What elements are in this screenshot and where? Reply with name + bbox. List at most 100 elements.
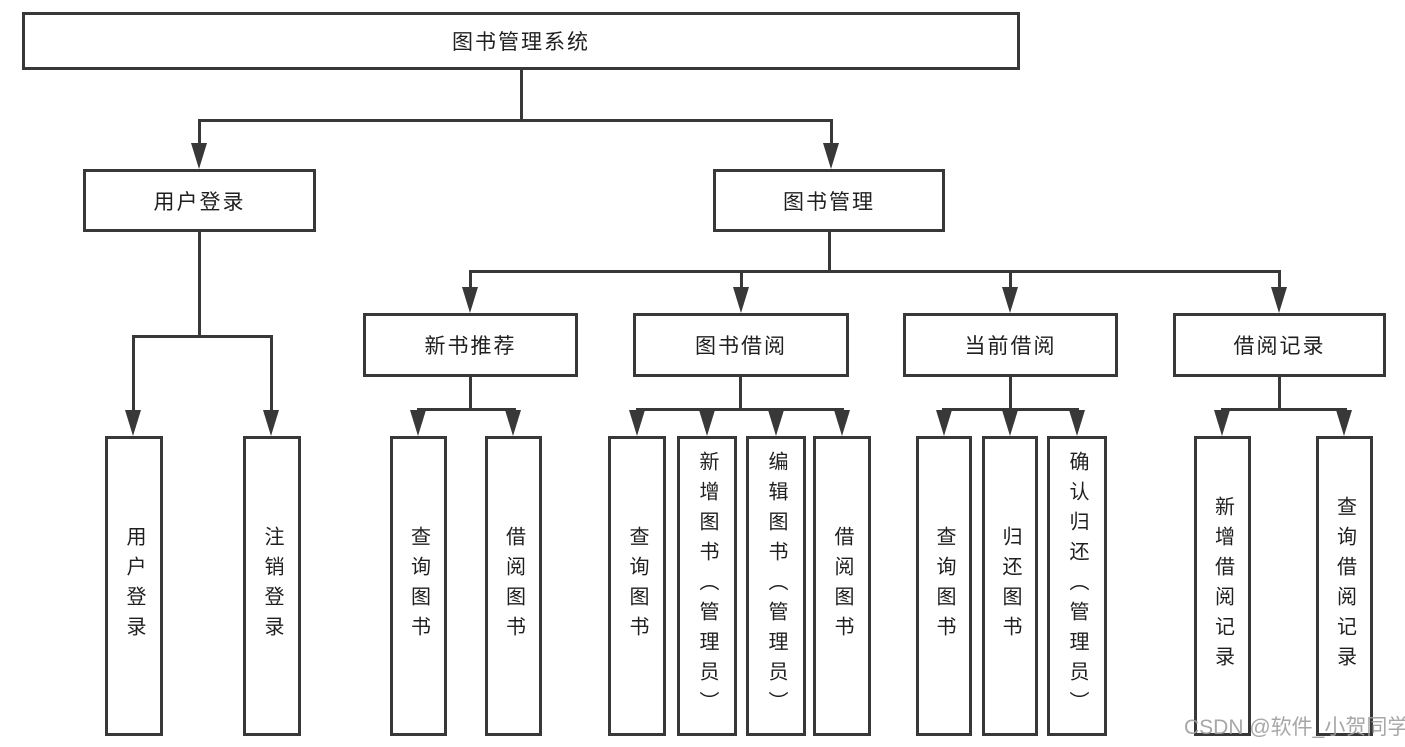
arrow-down — [768, 408, 785, 436]
node-label: 确认归还（管理员） — [1066, 451, 1088, 721]
node-leaf-logout: 注销登录 — [243, 436, 301, 736]
arrowhead-down-icon — [1002, 287, 1018, 313]
node-borrowing-records: 借阅记录 — [1173, 313, 1386, 377]
arrow-down — [823, 119, 840, 169]
arrowhead-down-icon — [629, 410, 645, 436]
arrowhead-down-icon — [823, 143, 839, 169]
arrowhead-down-icon — [1271, 287, 1287, 313]
arrow-down — [936, 408, 953, 436]
node-label: 注销登录 — [261, 526, 283, 646]
node-label: 借阅图书 — [502, 526, 525, 646]
arrow-down — [1271, 270, 1288, 313]
node-root-library-system: 图书管理系统 — [22, 12, 1020, 70]
node-leaf-borrow-book-recommend: 借阅图书 — [485, 436, 542, 736]
arrowhead-down-icon — [191, 143, 207, 169]
node-leaf-query-borrow-record: 查询借阅记录 — [1316, 436, 1373, 736]
arrowhead-down-icon — [699, 410, 715, 436]
arrowhead-down-icon — [768, 410, 784, 436]
node-leaf-query-book-borrow: 查询图书 — [608, 436, 666, 736]
node-label: 借阅记录 — [1233, 335, 1326, 358]
node-leaf-user-login: 用户登录 — [105, 436, 163, 736]
arrow-stem — [1009, 270, 1012, 291]
arrow-down — [125, 335, 142, 436]
arrow-down — [1002, 270, 1019, 313]
connector-line — [1278, 375, 1281, 411]
arrowhead-down-icon — [263, 410, 279, 436]
arrow-down — [834, 408, 851, 436]
arrowhead-down-icon — [462, 287, 478, 313]
arrowhead-down-icon — [1002, 410, 1018, 436]
csdn-watermark: CSDN @软件_小贺同学 — [1184, 716, 1405, 739]
arrowhead-down-icon — [125, 410, 141, 436]
node-leaf-borrow-book: 借阅图书 — [813, 436, 871, 736]
arrow-down — [699, 408, 716, 436]
connector-line — [636, 408, 843, 411]
connector-line — [520, 70, 523, 122]
node-book-borrowing: 图书借阅 — [633, 313, 849, 377]
node-leaf-query-book-current: 查询图书 — [916, 436, 972, 736]
node-new-book-recommend: 新书推荐 — [363, 313, 578, 377]
arrowhead-down-icon — [505, 410, 521, 436]
connector-line — [132, 335, 273, 338]
node-label: 图书管理 — [783, 190, 875, 214]
arrow-down — [410, 408, 427, 436]
arrow-stem — [270, 335, 273, 414]
node-leaf-edit-book-admin: 编辑图书（管理员） — [746, 436, 806, 736]
arrow-stem — [469, 270, 472, 291]
connector-line — [417, 408, 516, 411]
node-label: 查询图书 — [626, 526, 648, 646]
connector-line — [1009, 375, 1012, 411]
node-label: 图书借阅 — [695, 335, 787, 358]
arrow-stem — [132, 335, 135, 414]
arrow-down — [505, 408, 522, 436]
node-label: 当前借阅 — [964, 335, 1057, 358]
node-user-login: 用户登录 — [83, 169, 316, 232]
node-label: 借阅图书 — [831, 526, 853, 646]
arrow-down — [1002, 408, 1019, 436]
arrow-stem — [1278, 270, 1281, 291]
arrow-down — [191, 119, 208, 169]
node-leaf-add-borrow-record: 新增借阅记录 — [1194, 436, 1251, 736]
node-leaf-confirm-return-admin: 确认归还（管理员） — [1047, 436, 1107, 736]
arrow-down — [629, 408, 646, 436]
node-book-management: 图书管理 — [713, 169, 945, 232]
arrow-down — [1069, 408, 1086, 436]
arrowhead-down-icon — [1069, 410, 1085, 436]
arrow-down — [1214, 408, 1231, 436]
node-current-borrowing: 当前借阅 — [903, 313, 1118, 377]
node-label: 查询借阅记录 — [1333, 496, 1356, 676]
connector-line — [828, 230, 831, 273]
node-label: 用户登录 — [123, 526, 145, 646]
node-label: 编辑图书（管理员） — [765, 451, 787, 721]
arrow-down — [733, 270, 750, 313]
arrowhead-down-icon — [1214, 410, 1230, 436]
arrowhead-down-icon — [410, 410, 426, 436]
connector-line — [469, 270, 1281, 273]
connector-line — [198, 119, 833, 122]
arrow-down — [263, 335, 280, 436]
node-label: 用户登录 — [153, 190, 246, 214]
connector-line — [469, 375, 472, 411]
node-label: 新增图书（管理员） — [696, 451, 718, 721]
node-label: 新书推荐 — [424, 335, 517, 358]
arrowhead-down-icon — [1336, 410, 1352, 436]
node-label: 查询图书 — [933, 526, 955, 646]
connector-line — [198, 230, 201, 338]
node-leaf-return-book: 归还图书 — [982, 436, 1038, 736]
connector-line — [1221, 408, 1347, 411]
node-label: 查询图书 — [407, 526, 430, 646]
arrow-stem — [198, 119, 201, 147]
arrow-down — [462, 270, 479, 313]
arrowhead-down-icon — [936, 410, 952, 436]
node-leaf-add-book-admin: 新增图书（管理员） — [677, 436, 737, 736]
arrow-down — [1336, 408, 1353, 436]
node-label: 归还图书 — [999, 526, 1021, 646]
arrow-stem — [740, 270, 743, 291]
node-label: 新增借阅记录 — [1211, 496, 1234, 676]
arrowhead-down-icon — [733, 287, 749, 313]
arrow-stem — [830, 119, 833, 147]
node-label: 图书管理系统 — [452, 31, 590, 54]
node-leaf-query-book-recommend: 查询图书 — [390, 436, 447, 736]
connector-line — [739, 375, 742, 411]
